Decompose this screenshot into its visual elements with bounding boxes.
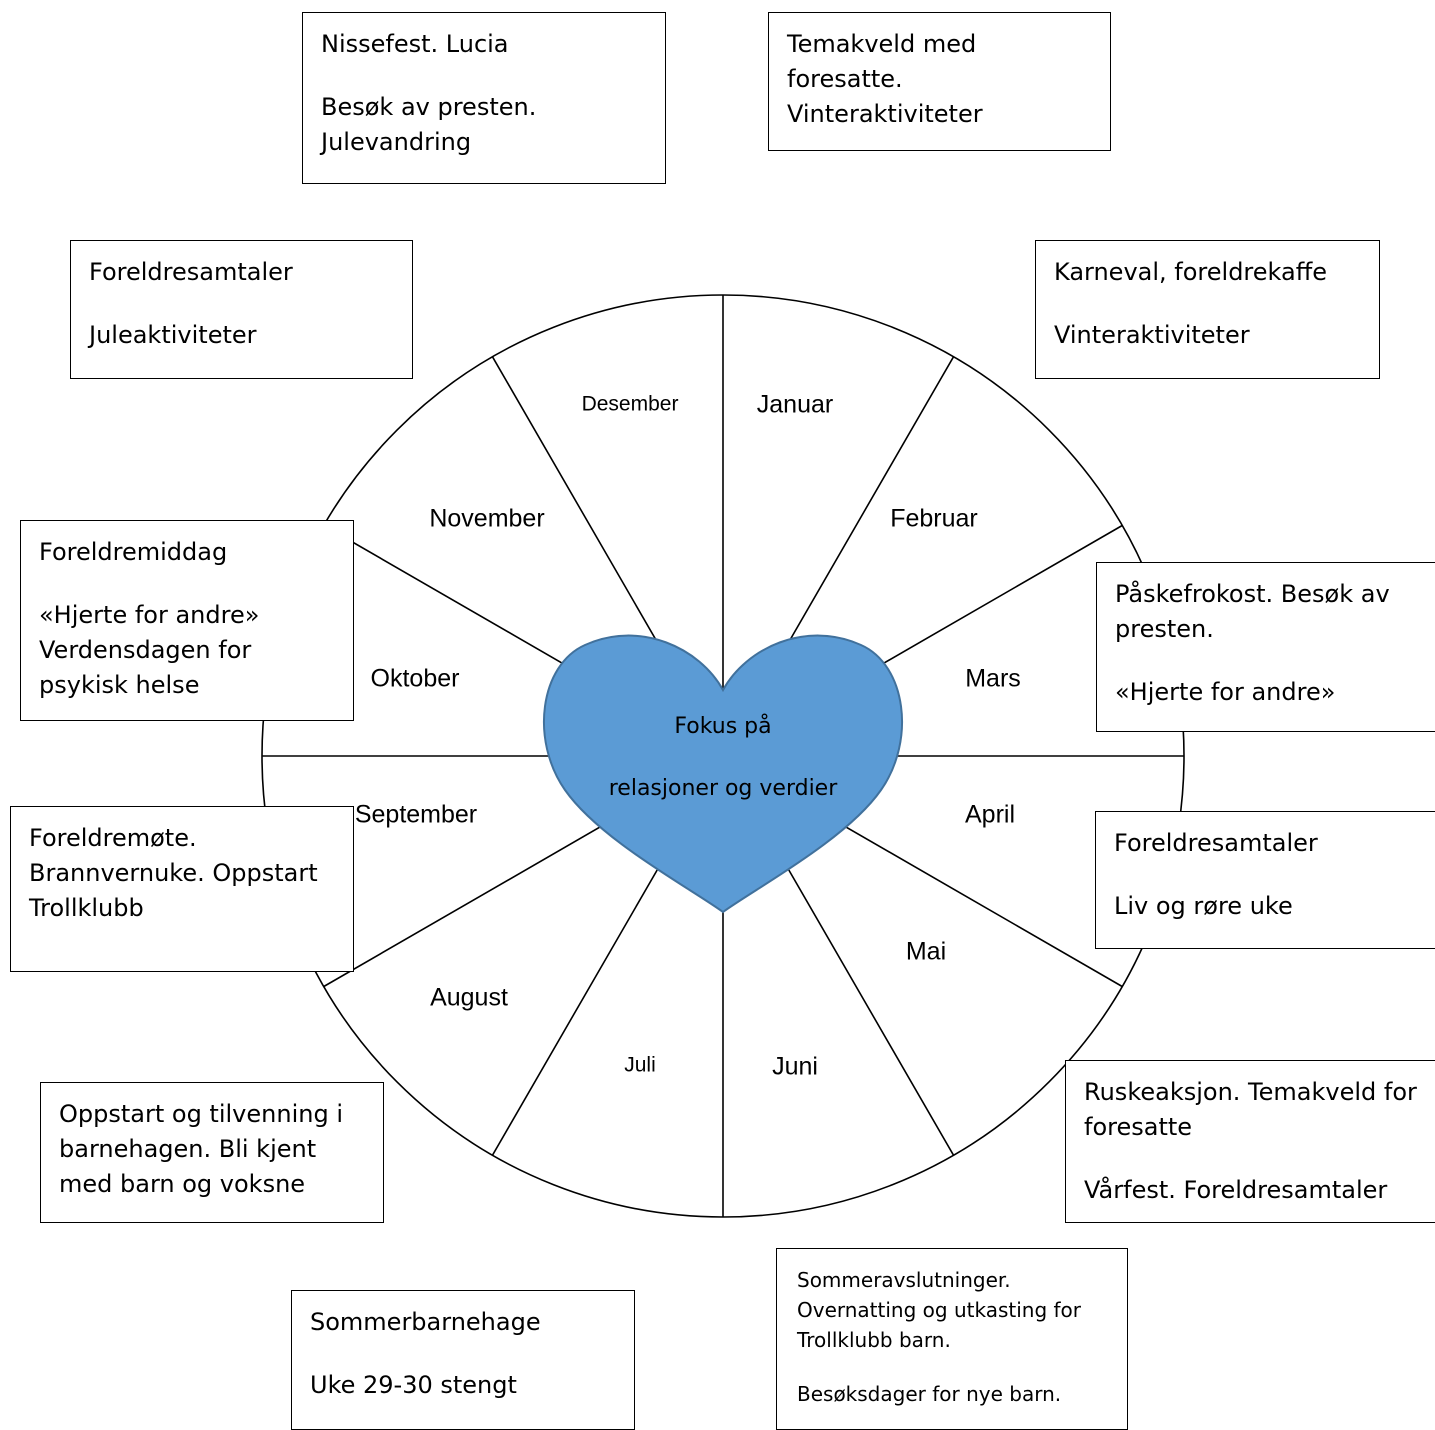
activity-box-juli: Sommerbarnehage Uke 29-30 stengt: [291, 1290, 635, 1430]
activity-box-september: Foreldremøte. Brannvernuke. Oppstart Tro…: [10, 806, 354, 972]
activity-text: Oppstart og tilvenning i barnehagen. Bli…: [59, 1100, 343, 1198]
activity-text: «Hjerte for andre» Verdensdagen for psyk…: [39, 601, 260, 699]
center-heart: [543, 634, 903, 914]
activity-box-februar: Karneval, foreldrekaffe Vinteraktivitete…: [1035, 240, 1380, 379]
activity-text: Besøk av presten. Julevandring: [321, 93, 537, 156]
activity-text: Foreldresamtaler: [89, 258, 293, 286]
month-label-august: August: [430, 984, 508, 1012]
month-label-september: September: [355, 801, 477, 829]
activity-text: Liv og røre uke: [1114, 892, 1293, 920]
month-label-mars: Mars: [965, 665, 1021, 693]
activity-box-juni: Sommeravslutninger. Overnatting og utkas…: [776, 1248, 1128, 1430]
center-text-line-1: Fokus på: [674, 713, 771, 739]
activity-box-januar: Temakveld med foresatte. Vinteraktivitet…: [768, 12, 1111, 151]
month-label-mai: Mai: [906, 938, 946, 966]
month-label-desember: Desember: [582, 393, 679, 416]
activity-text: Vinteraktiviteter: [1054, 321, 1250, 349]
activity-text: Besøksdager for nye barn.: [797, 1382, 1062, 1406]
activity-text: Foreldremiddag: [39, 538, 228, 566]
month-label-februar: Februar: [890, 505, 978, 533]
activity-text: Juleaktiviteter: [89, 321, 257, 349]
month-label-november: November: [429, 505, 544, 533]
activity-text: Foreldresamtaler: [1114, 829, 1318, 857]
month-label-april: April: [965, 801, 1015, 829]
activity-text: Foreldremøte. Brannvernuke. Oppstart Tro…: [29, 824, 318, 922]
activity-box-mai: Ruskeaksjon. Temakveld for foresatte Vår…: [1065, 1060, 1435, 1223]
activity-text: Sommerbarnehage: [310, 1308, 541, 1336]
activity-text: «Hjerte for andre»: [1115, 678, 1336, 706]
activity-text: Karneval, foreldrekaffe: [1054, 258, 1328, 286]
activity-text: Påskefrokost. Besøk av presten.: [1115, 580, 1390, 643]
activity-text: Nissefest. Lucia: [321, 30, 509, 58]
activity-text: Temakveld med foresatte. Vinteraktivitet…: [787, 30, 983, 128]
activity-box-november: Foreldresamtaler Juleaktiviteter: [70, 240, 413, 379]
activity-box-desember: Nissefest. Lucia Besøk av presten. Julev…: [302, 12, 666, 184]
activity-text: Sommeravslutninger. Overnatting og utkas…: [797, 1268, 1081, 1352]
activity-box-oktober: Foreldremiddag «Hjerte for andre» Verden…: [20, 520, 354, 721]
month-label-oktober: Oktober: [371, 665, 460, 693]
month-label-juni: Juni: [772, 1053, 818, 1081]
activity-text: Vårfest. Foreldresamtaler: [1084, 1176, 1388, 1204]
activity-box-april: Foreldresamtaler Liv og røre uke: [1095, 811, 1435, 949]
month-label-januar: Januar: [757, 391, 833, 419]
activity-text: Uke 29-30 stengt: [310, 1371, 517, 1399]
center-text-line-2: relasjoner og verdier: [609, 776, 838, 801]
month-label-juli: Juli: [624, 1054, 656, 1077]
activity-text: Ruskeaksjon. Temakveld for foresatte: [1084, 1078, 1417, 1141]
activity-box-mars: Påskefrokost. Besøk av presten. «Hjerte …: [1096, 562, 1435, 732]
activity-box-august: Oppstart og tilvenning i barnehagen. Bli…: [40, 1082, 384, 1223]
month-labels: Januar Februar Mars April Mai Juni Juli …: [355, 391, 1021, 1081]
